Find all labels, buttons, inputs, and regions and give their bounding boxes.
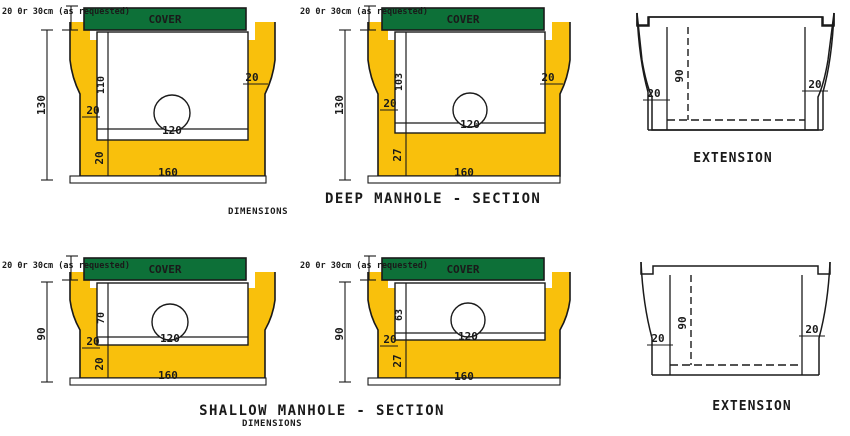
drawing-extension-bottom: 20 20 90 EXTENSION: [640, 261, 831, 414]
inner-height-label: 63: [394, 309, 405, 321]
overall-height-label: 130: [333, 95, 346, 115]
extension-outline: [636, 12, 835, 131]
pipe-circle: [151, 303, 189, 341]
drawing-deep-manhole-left: COVER 20 0r 30cm (as requested) 130 110 …: [2, 5, 276, 184]
extension-taper-left: [640, 261, 653, 375]
extension-height-label: 90: [676, 316, 689, 329]
extension-taper-left: [636, 12, 649, 130]
wall-left-label: 20: [86, 335, 99, 348]
base-thickness-label: 20: [93, 151, 106, 164]
cover-label: COVER: [446, 263, 479, 276]
top-note-leader: [360, 5, 376, 31]
overall-height-label: 90: [333, 327, 346, 340]
drawing-shallow-manhole-right: COVER 20 0r 30cm (as requested) 90 63 20…: [300, 255, 571, 386]
cover-slab: [83, 257, 247, 281]
overall-width-label: 160: [158, 166, 178, 179]
overall-width-label: 160: [454, 166, 474, 179]
top-note-leader: [360, 255, 376, 281]
overall-height-dim: [41, 281, 53, 383]
top-note-label: 20 0r 30cm (as requested): [300, 7, 428, 17]
extension-wall-left-label: 20: [647, 87, 660, 100]
pipe-circle: [153, 94, 191, 132]
extension-taper-right: [822, 12, 835, 130]
overall-height-label: 130: [35, 95, 48, 115]
shallow-section-title: SHALLOW MANHOLE - SECTION: [199, 403, 445, 419]
overall-width-label: 160: [454, 370, 474, 383]
extension-wall-right-label: 20: [805, 323, 818, 336]
extension-profile-left: [636, 13, 835, 27]
overall-width-label: 160: [158, 369, 178, 382]
top-note-leader: [62, 255, 78, 281]
manhole-body-fill: [70, 272, 275, 378]
base-thickness-label: 20: [93, 357, 106, 370]
base-thickness-label: 27: [391, 148, 404, 161]
pipe-diameter-label: 120: [460, 118, 480, 131]
manhole-body-fill: [368, 22, 570, 176]
top-note-leader: [62, 5, 78, 31]
overall-height-dim: [339, 29, 351, 181]
top-note-label: 20 0r 30cm (as requested): [300, 261, 428, 271]
pipe-diameter-label: 120: [458, 330, 478, 343]
cover-label: COVER: [446, 13, 479, 26]
wall-left-label: 20: [383, 97, 396, 110]
shallow-section-subtitle: DIMENSIONS: [242, 419, 302, 429]
cover-slab: [381, 7, 545, 31]
extension-height-label: 90: [673, 69, 686, 82]
drawing-extension-top: 20 20 90 EXTENSION: [636, 12, 835, 166]
overall-height-dim: [339, 281, 351, 383]
pipe-diameter-label: 120: [160, 332, 180, 345]
top-note-label: 20 0r 30cm (as requested): [2, 261, 130, 271]
manhole-body-fill: [70, 22, 275, 176]
base-bottom-band: [367, 175, 561, 184]
inner-height-label: 110: [96, 76, 107, 94]
overall-height-dim: [41, 29, 53, 181]
wall-left-label: 20: [383, 333, 396, 346]
extension-taper-right: [818, 261, 831, 375]
drawing-shallow-manhole-left: COVER 20 0r 30cm (as requested) 90 70 20…: [2, 255, 276, 386]
wall-left-label: 20: [86, 104, 99, 117]
pipe-circle: [450, 302, 486, 338]
deep-section-subtitle: DIMENSIONS: [228, 207, 288, 217]
inner-height-label: 103: [394, 73, 405, 91]
extension-caption: EXTENSION: [712, 399, 791, 414]
manhole-body-fill: [368, 272, 570, 378]
wall-right-label: 20: [541, 71, 554, 84]
base-thickness-label: 27: [391, 354, 404, 367]
cover-label: COVER: [148, 13, 181, 26]
deep-section-title: DEEP MANHOLE - SECTION: [325, 191, 541, 207]
extension-profile: [640, 262, 831, 275]
extension-wall-left-label: 20: [651, 332, 664, 345]
cover-label: COVER: [148, 263, 181, 276]
extension-caption: EXTENSION: [693, 151, 772, 166]
base-bottom-band: [69, 175, 267, 184]
drawing-deep-manhole-right: COVER 20 0r 30cm (as requested) 130 103 …: [300, 5, 571, 184]
cover-slab: [83, 7, 247, 31]
pipe-circle: [452, 92, 488, 128]
inner-height-label: 70: [96, 312, 107, 324]
overall-height-label: 90: [35, 327, 48, 340]
extension-wall-right-label: 20: [808, 78, 821, 91]
top-note-label: 20 0r 30cm (as requested): [2, 7, 130, 17]
pipe-diameter-label: 120: [162, 124, 182, 137]
wall-right-label: 20: [245, 71, 258, 84]
base-bottom-band: [367, 377, 561, 386]
base-bottom-band: [69, 377, 267, 386]
cover-slab: [381, 257, 545, 281]
